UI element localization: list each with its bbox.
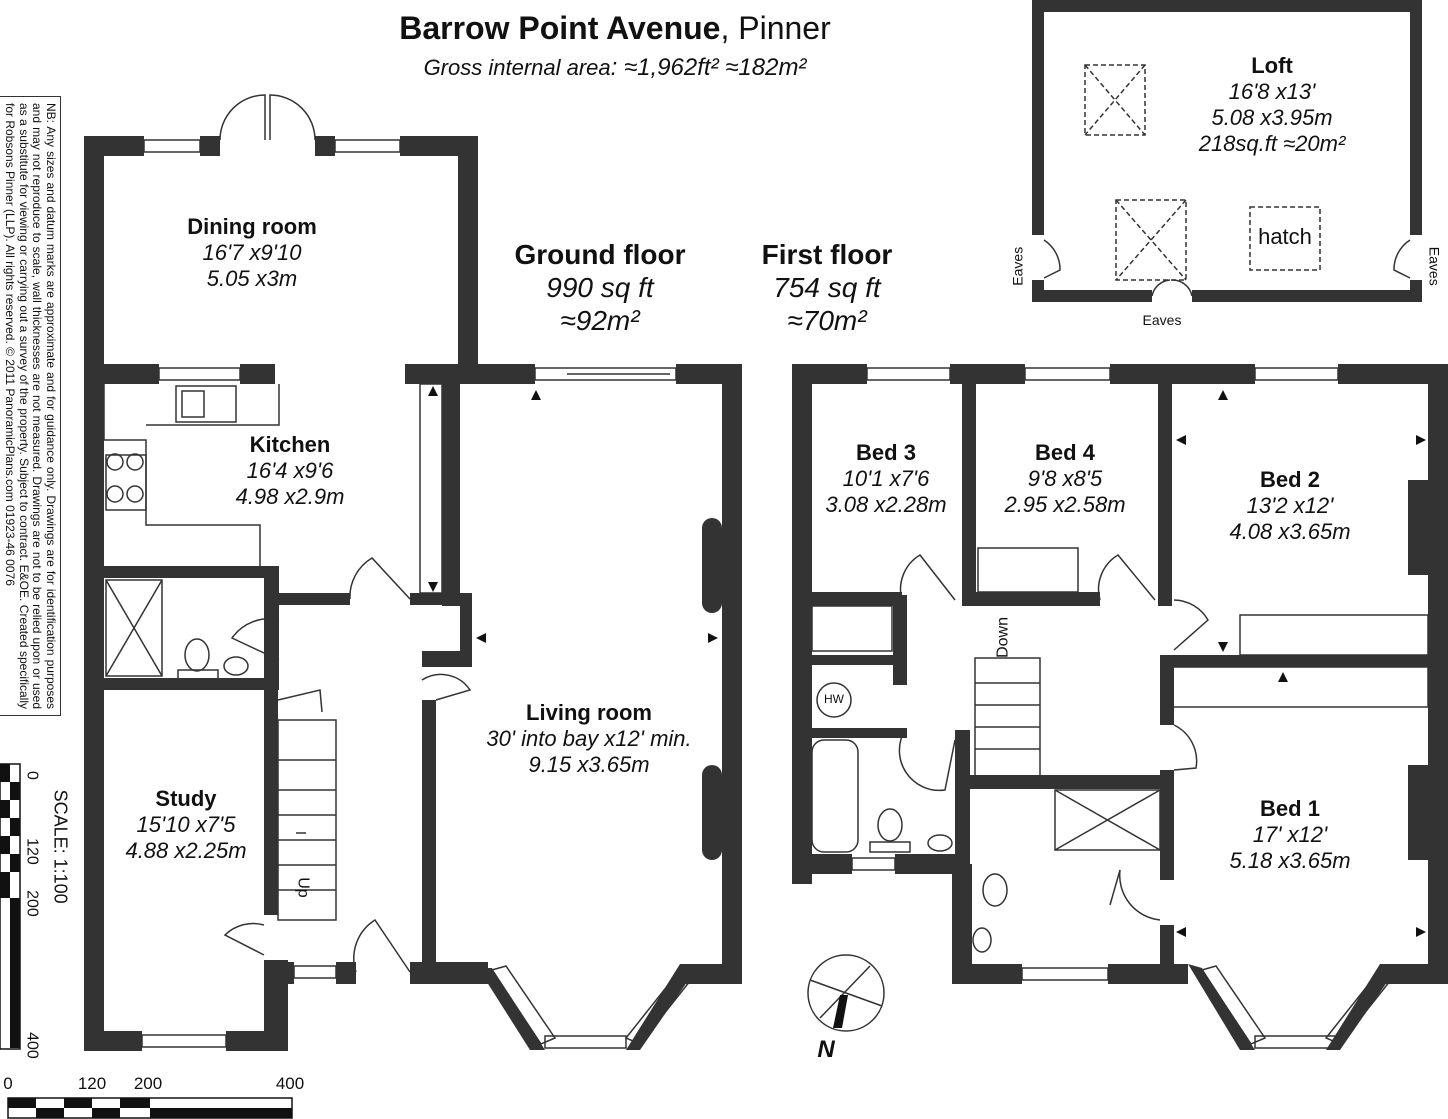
room-bed1: Bed 1 17' x12' 5.18 x3.65m bbox=[1229, 796, 1350, 874]
scale-tick-v-0: 0 bbox=[23, 770, 41, 780]
page-title: Barrow Point Avenue, Pinner bbox=[399, 10, 831, 48]
room-name: Bed 3 bbox=[856, 440, 916, 465]
title-street: Barrow Point Avenue bbox=[399, 10, 721, 46]
room-imperial: 16'4 x9'6 bbox=[246, 457, 334, 483]
room-metric: 5.05 x3m bbox=[206, 265, 298, 291]
scale-tick-v-400: 400 bbox=[23, 1032, 41, 1059]
gross-area-value: : ≈1,962ft² ≈182m² bbox=[610, 54, 807, 81]
room-imperial: 16'8 x13' bbox=[1228, 78, 1316, 104]
scale-bars bbox=[0, 763, 293, 1119]
down-label: Down bbox=[994, 616, 1012, 658]
scale-tick-v-120: 120 bbox=[23, 838, 41, 865]
room-metric: 4.98 x2.9m bbox=[235, 483, 345, 509]
scale-label: SCALE: 1:100 bbox=[50, 789, 71, 904]
first-floor-sqft: 754 sq ft bbox=[773, 272, 881, 304]
room-living: Living room 30' into bay x12' min. 9.15 … bbox=[486, 700, 691, 778]
room-imperial: 15'10 x7'5 bbox=[136, 811, 236, 837]
room-name: Kitchen bbox=[249, 432, 331, 457]
room-bed3: Bed 3 10'1 x7'6 3.08 x2.28m bbox=[825, 440, 946, 518]
scale-tick-h-120: 120 bbox=[77, 1074, 107, 1093]
arrows bbox=[428, 386, 1426, 1028]
room-bed2: Bed 2 13'2 x12' 4.08 x3.65m bbox=[1229, 467, 1350, 545]
disclaimer-box: NB: Any sizes and datum marks are approx… bbox=[0, 96, 61, 716]
scale-tick-v-200: 200 bbox=[23, 890, 41, 917]
room-imperial: 30' into bay x12' min. bbox=[486, 725, 692, 751]
room-imperial: 16'7 x9'10 bbox=[202, 239, 302, 265]
ground-floor-name: Ground floor bbox=[514, 239, 686, 270]
room-metric: 4.88 x2.25m bbox=[125, 837, 247, 863]
room-dining: Dining room 16'7 x9'10 5.05 x3m bbox=[187, 214, 317, 292]
eaves-label-bottom: Eaves bbox=[1142, 312, 1182, 328]
room-imperial: 17' x12' bbox=[1252, 821, 1328, 847]
room-kitchen: Kitchen 16'4 x9'6 4.98 x2.9m bbox=[236, 432, 345, 510]
ground-floor-sqm: ≈92m² bbox=[560, 305, 640, 337]
room-name: Living room bbox=[526, 700, 652, 725]
gross-area: Gross internal area: ≈1,962ft² ≈182m² bbox=[424, 54, 807, 82]
room-name: Bed 1 bbox=[1260, 796, 1320, 821]
room-metric: 4.08 x3.65m bbox=[1229, 518, 1351, 544]
title-town: , Pinner bbox=[720, 10, 831, 46]
first-floor-label: First floor 754 sq ft ≈70m² bbox=[762, 238, 893, 337]
room-metric: 5.08 x3.95m bbox=[1211, 104, 1333, 130]
room-name: Bed 4 bbox=[1035, 440, 1095, 465]
room-metric: 5.18 x3.65m bbox=[1229, 847, 1351, 873]
room-imperial: 13'2 x12' bbox=[1246, 492, 1334, 518]
room-name: Loft bbox=[1251, 53, 1293, 78]
scale-tick-h-400: 400 bbox=[275, 1074, 305, 1093]
room-imperial: 10'1 x7'6 bbox=[842, 465, 930, 491]
north-label: N bbox=[817, 1036, 835, 1063]
hw-label: HW bbox=[824, 692, 844, 706]
first-floor-name: First floor bbox=[761, 239, 893, 270]
room-imperial: 9'8 x8'5 bbox=[1027, 465, 1103, 491]
scale-tick-h-0: 0 bbox=[3, 1074, 13, 1093]
hatch-label: hatch bbox=[1258, 224, 1312, 249]
ground-floor-label: Ground floor 990 sq ft ≈92m² bbox=[514, 238, 685, 337]
walls bbox=[84, 0, 1448, 1051]
gross-area-label: Gross internal area bbox=[423, 55, 611, 80]
room-name: Study bbox=[155, 786, 217, 811]
scale-tick-h-200: 200 bbox=[133, 1074, 163, 1093]
room-area: 218sq.ft ≈20m² bbox=[1198, 130, 1346, 156]
room-loft: Loft 16'8 x13' 5.08 x3.95m 218sq.ft ≈20m… bbox=[1199, 53, 1346, 157]
ground-floor-sqft: 990 sq ft bbox=[546, 272, 654, 304]
room-bed4: Bed 4 9'8 x8'5 2.95 x2.58m bbox=[1004, 440, 1125, 518]
room-metric: 9.15 x3.65m bbox=[528, 751, 650, 777]
first-floor-sqm: ≈70m² bbox=[787, 305, 867, 337]
up-label: Up bbox=[294, 877, 312, 898]
eaves-label-right: Eaves bbox=[1426, 246, 1443, 286]
room-name: Dining room bbox=[187, 214, 317, 239]
room-metric: 2.95 x2.58m bbox=[1004, 491, 1126, 517]
room-metric: 3.08 x2.28m bbox=[825, 491, 947, 517]
fixtures bbox=[103, 64, 1429, 1049]
room-study: Study 15'10 x7'5 4.88 x2.25m bbox=[125, 786, 246, 864]
eaves-label-left: Eaves bbox=[1009, 246, 1026, 286]
room-name: Bed 2 bbox=[1260, 467, 1320, 492]
